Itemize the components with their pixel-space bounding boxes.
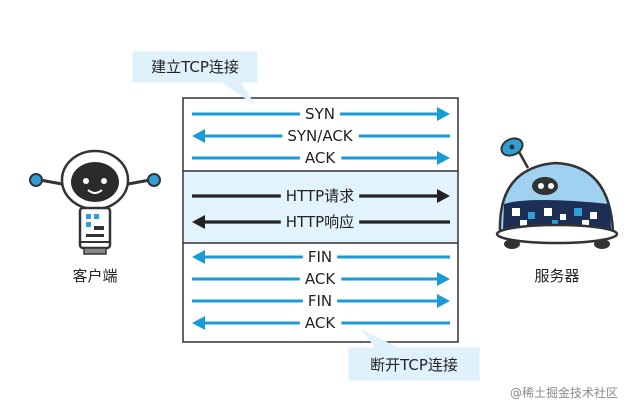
arrow-label-bg <box>280 213 360 231</box>
handshake-row: ACK <box>192 149 450 167</box>
client-robot-icon <box>29 149 161 255</box>
arrow-right-icon <box>437 151 450 165</box>
arrow-right-icon <box>437 272 450 286</box>
teardown-row: ACK <box>192 314 450 332</box>
handshake-row: SYN/ACK <box>192 127 450 145</box>
server-robot-icon <box>495 137 619 249</box>
arrow-label: ACK <box>305 149 336 167</box>
handshake-row: SYN <box>192 105 450 123</box>
arrow-right-icon <box>437 189 450 203</box>
arrow-left-icon <box>192 129 205 143</box>
arrow-label: SYN <box>305 105 335 123</box>
arrow-label-bg <box>299 270 342 288</box>
arrow-label: ACK <box>305 314 336 332</box>
arrow-label: SYN/ACK <box>287 127 353 145</box>
arrow-label: FIN <box>308 292 332 310</box>
arrow-label-bg <box>299 149 342 167</box>
arrow-left-icon <box>192 316 205 330</box>
teardown-arrows: FIN ACK FIN ACK <box>192 248 450 332</box>
teardown-row: FIN <box>192 292 450 310</box>
arrow-label-bg <box>302 292 338 310</box>
http-arrows: HTTP请求 HTTP响应 <box>192 187 450 231</box>
arrow-label-bg <box>300 105 340 123</box>
http-row: HTTP响应 <box>192 213 450 231</box>
arrow-label-bg <box>282 127 359 145</box>
arrow-label: ACK <box>305 270 336 288</box>
arrow-label: HTTP响应 <box>286 213 354 231</box>
disconnect-callout: 断开TCP连接 <box>348 329 480 381</box>
http-row: HTTP请求 <box>192 187 450 205</box>
arrow-left-icon <box>192 250 205 264</box>
arrow-left-icon <box>192 215 205 229</box>
connect-callout-text: 建立TCP连接 <box>151 58 239 76</box>
arrow-right-icon <box>437 294 450 308</box>
arrow-right-icon <box>437 107 450 121</box>
connect-callout: 建立TCP连接 <box>132 51 258 105</box>
handshake-arrows: SYN SYN/ACK ACK <box>192 105 450 167</box>
disconnect-callout-text: 断开TCP连接 <box>370 356 458 374</box>
arrow-label: FIN <box>308 248 332 266</box>
watermark: @稀土掘金技术社区 <box>506 383 621 402</box>
arrow-label-bg <box>280 187 360 205</box>
arrow-label: HTTP请求 <box>286 187 354 205</box>
client-label: 客户端 <box>72 267 117 285</box>
arrow-label-bg <box>302 248 338 266</box>
teardown-row: FIN <box>192 248 450 266</box>
server-label: 服务器 <box>534 267 579 285</box>
http-band <box>184 171 457 243</box>
teardown-row: ACK <box>192 270 450 288</box>
arrow-label-bg <box>299 314 342 332</box>
